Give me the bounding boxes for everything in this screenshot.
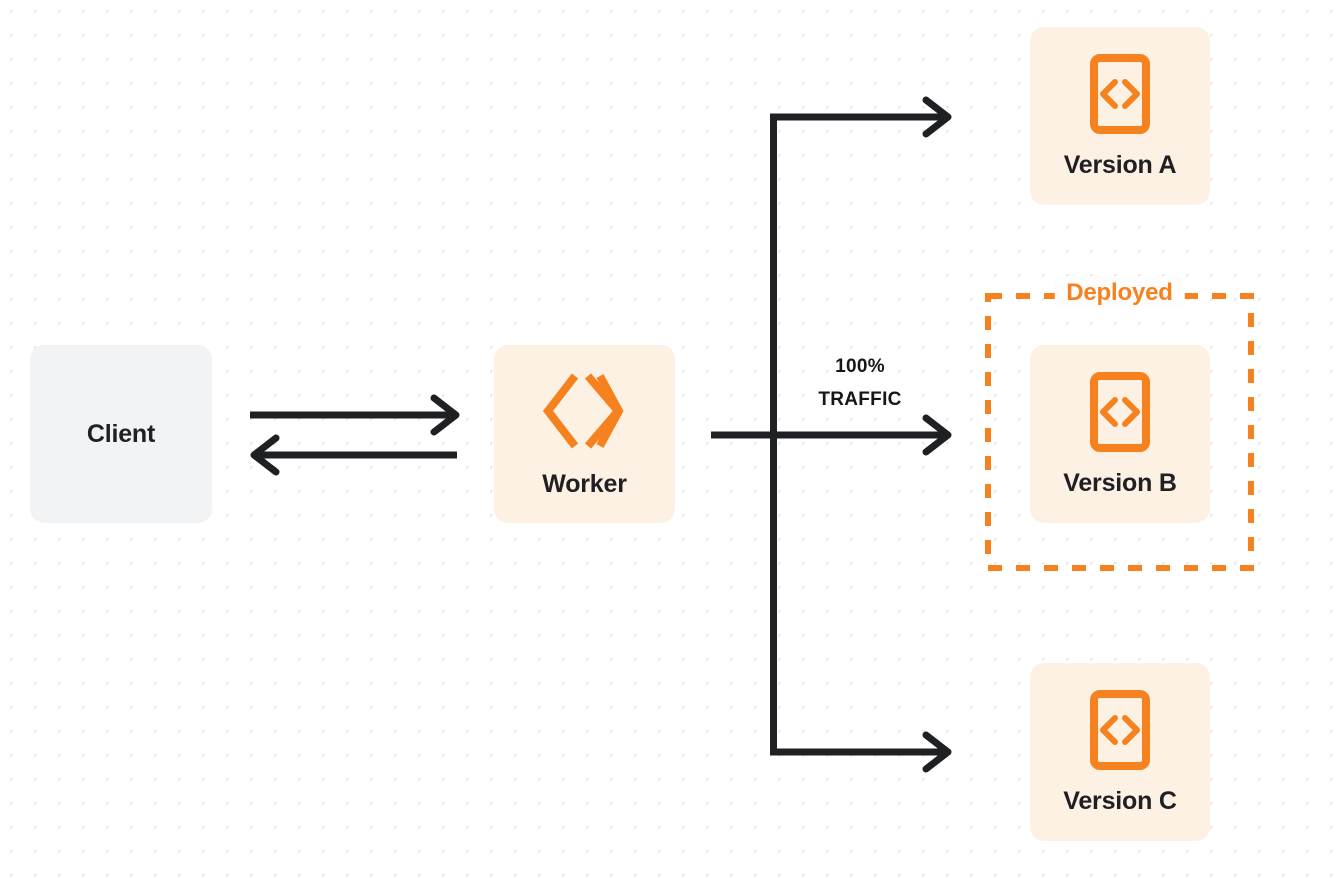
node-version-c-label: Version C [1063,786,1177,815]
node-version-c[interactable]: Version C [1030,663,1210,841]
node-version-a-label: Version A [1063,150,1177,179]
node-version-a[interactable]: Version A [1030,27,1210,205]
edge-worker-to-version-b [711,414,952,456]
traffic-label: 100% TRAFFIC [786,350,934,416]
traffic-unit: TRAFFIC [818,389,902,410]
cloudflare-workers-logo-icon [542,370,628,452]
edge-worker-to-version-a [770,96,952,138]
traffic-percent: 100% [835,356,885,377]
edge-worker-to-version-c [770,731,952,773]
code-brackets-icon [1089,53,1151,135]
node-worker-label: Worker [542,469,627,498]
edge-worker-to-client [250,434,457,476]
edge-client-to-worker [250,394,460,436]
node-client-label: Client [86,419,156,448]
code-brackets-icon [1089,371,1151,453]
node-version-b[interactable]: Version B [1030,345,1210,523]
code-brackets-icon [1089,689,1151,771]
node-client[interactable]: Client [30,345,212,523]
node-version-b-label: Version B [1063,468,1177,497]
node-worker[interactable]: Worker [494,345,675,523]
